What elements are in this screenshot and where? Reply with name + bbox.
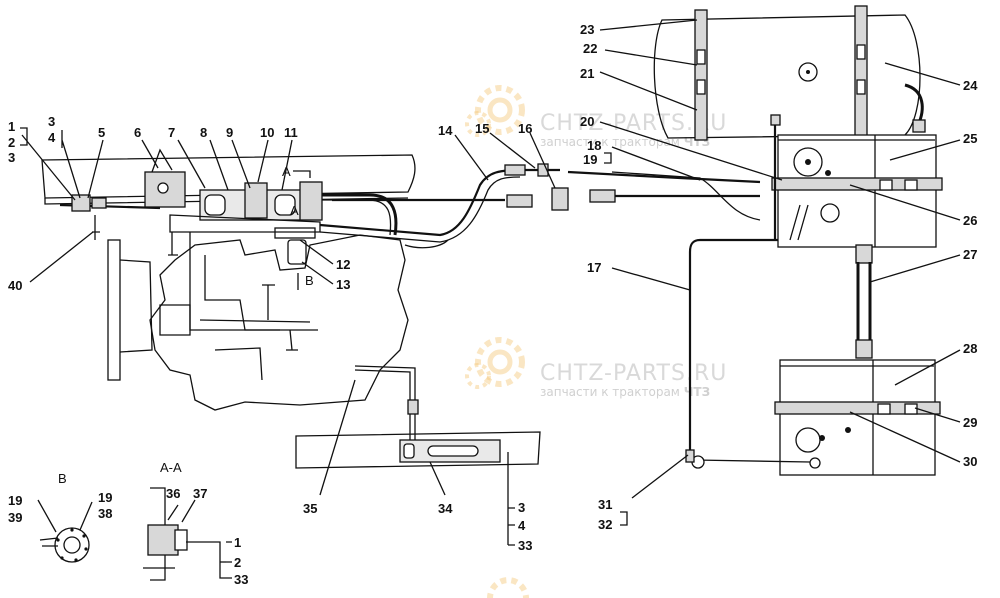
view-b-title: B [58,471,67,486]
watermark-middle: CHTZ-PARTS.RU запчасти к тракторам ЧТЗ [465,337,727,399]
callout-10: 10 [260,125,274,140]
watermark-subtitle: запчасти к тракторам ЧТЗ [540,135,710,149]
view-b-detail: B [37,471,93,563]
callout-b-19: 19 [8,493,22,508]
callout-7: 7 [168,125,175,140]
callout-1: 1 [8,119,15,134]
callout-11: 11 [284,125,298,140]
fuel-tank-right-lower [774,359,941,476]
callout-aa-36: 36 [166,486,180,501]
view-aa-detail: A-A [143,460,226,581]
callout-4: 4 [48,130,56,145]
callout-6: 6 [134,125,141,140]
callout-14: 14 [438,123,453,138]
callout-16: 16 [518,121,532,136]
callout-18: 18 [587,138,601,153]
fuel-pump-assembly [59,148,186,240]
callout-33: 33 [518,538,532,553]
callout-19: 19 [583,152,597,167]
callout-3: 3 [8,150,15,165]
callout-b-19b: 19 [98,490,112,505]
callout-aa-1: 1 [234,535,241,550]
watermark-subtitle: запчасти к тракторам ЧТЗ [540,385,710,399]
marker-b: B [305,273,314,288]
callout-30: 30 [963,454,977,469]
callout-34: 34 [438,501,453,516]
tank-connecting-hose [855,244,873,359]
callout-9: 9 [226,125,233,140]
watermark-gear-icon [465,85,525,137]
watermark-brand: CHTZ-PARTS.RU [540,361,727,386]
callout-aa-33: 33 [234,572,248,587]
callout-28: 28 [963,341,977,356]
callout-12: 12 [336,257,350,272]
callout-r-4: 4 [518,518,526,533]
callout-aa-2: 2 [234,555,241,570]
callout-aa-37: 37 [193,486,207,501]
callout-b-39: 39 [8,510,22,525]
callout-40: 40 [8,278,22,293]
callout-21: 21 [580,66,594,81]
fuel-tank-right-upper [770,114,943,248]
callout-25: 25 [963,131,977,146]
main-fuel-lines [319,163,761,249]
callout-22: 22 [583,41,597,56]
fuel-tank-upper [653,5,926,141]
callout-27: 27 [963,247,977,262]
leader-lines [20,19,961,579]
callout-15: 15 [475,121,489,136]
engine-block [107,234,409,411]
callout-8: 8 [200,125,207,140]
callout-29: 29 [963,415,977,430]
callout-r-3: 3 [518,500,525,515]
watermark-gear-icon [487,577,529,598]
drain-line [685,238,811,469]
callout-23: 23 [580,22,594,37]
callout-2: 2 [8,135,15,150]
callout-3b: 3 [48,114,55,129]
callout-35: 35 [303,501,317,516]
marker-a2: A [290,203,299,218]
frame-rail-rear [295,365,541,469]
callout-20: 20 [580,114,594,129]
section-markers: A A B [282,164,314,290]
callout-24: 24 [963,78,978,93]
callout-5: 5 [98,125,105,140]
view-aa-title: A-A [160,460,182,475]
callout-17: 17 [587,260,601,275]
callout-26: 26 [963,213,977,228]
callout-32: 32 [598,517,612,532]
fine-filter-block [168,181,323,331]
watermark-gear-icon [465,337,525,389]
callout-31: 31 [598,497,612,512]
marker-a: A [282,164,291,179]
callout-labels: 1 2 3 3 4 5 6 7 8 9 10 11 12 13 14 15 16… [8,22,978,587]
callout-13: 13 [336,277,350,292]
callout-b-38: 38 [98,506,112,521]
